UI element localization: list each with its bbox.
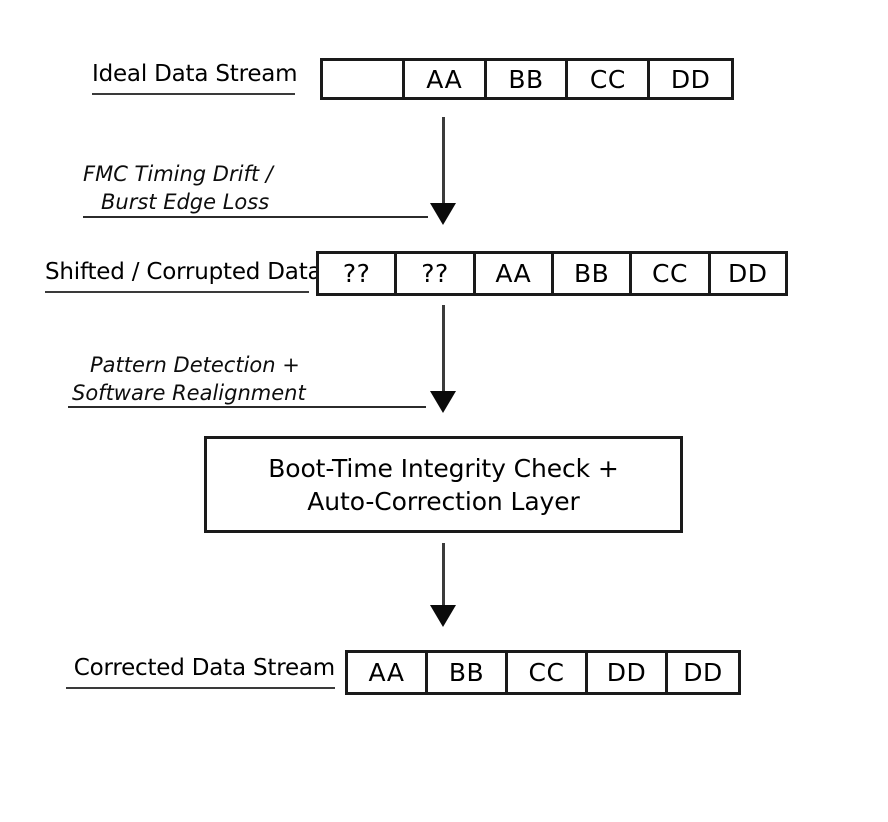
- stage-label-fmc-timing-drift: FMC Timing Drift / Burst Edge Loss: [83, 161, 273, 216]
- data-cell[interactable]: DD: [668, 653, 738, 692]
- data-cell[interactable]: CC: [508, 653, 588, 692]
- stage-label-line2: Burst Edge Loss: [101, 189, 270, 214]
- data-strip-ideal: AA BB CC DD: [320, 58, 734, 100]
- arrow-head: [430, 391, 456, 413]
- process-box-boot-time-integrity-check[interactable]: Boot-Time Integrity Check + Auto-Correct…: [204, 436, 683, 533]
- data-cell[interactable]: BB: [486, 61, 569, 97]
- data-cell[interactable]: AA: [348, 653, 428, 692]
- row-label-corrected-data-stream-text: Corrected Data Stream: [73, 655, 335, 681]
- data-cell[interactable]: ??: [319, 254, 398, 293]
- arrow-process-to-corrected: [430, 543, 456, 627]
- arrow-head: [430, 203, 456, 225]
- data-cell[interactable]: BB: [428, 653, 508, 692]
- data-cell[interactable]: [323, 61, 405, 97]
- arrow-ideal-to-corrupted: [430, 117, 456, 225]
- data-strip-corrected: AA BB CC DD DD: [345, 650, 741, 695]
- data-cell[interactable]: CC: [568, 61, 651, 97]
- data-cell[interactable]: ??: [397, 254, 476, 293]
- row-label-shifted-corrupted-data: Shifted / Corrupted Data: [45, 261, 322, 293]
- stage-label-underline: [83, 216, 428, 218]
- arrow-shaft: [441, 543, 445, 607]
- data-cell[interactable]: AA: [475, 254, 554, 293]
- arrow-corrupted-to-process: [430, 305, 456, 413]
- row-label-ideal-data-stream-text: Ideal Data Stream: [92, 61, 298, 87]
- row-label-underline: [45, 291, 309, 293]
- row-label-underline: [66, 687, 335, 689]
- row-label-corrected-data-stream: Corrected Data Stream: [66, 657, 335, 689]
- arrow-head: [430, 605, 456, 627]
- stage-label-pattern-detection: Pattern Detection + Software Realignment: [72, 352, 306, 407]
- stage-label-line1: FMC Timing Drift /: [83, 162, 273, 186]
- stage-label-underline: [68, 406, 426, 408]
- row-label-shifted-corrupted-data-text: Shifted / Corrupted Data: [45, 259, 322, 285]
- data-cell[interactable]: DD: [588, 653, 668, 692]
- data-cell[interactable]: DD: [710, 254, 785, 293]
- stage-label-line1: Pattern Detection +: [90, 353, 300, 377]
- stage-label-line2: Software Realignment: [72, 380, 306, 405]
- row-label-underline: [92, 93, 295, 95]
- data-cell[interactable]: AA: [404, 61, 487, 97]
- data-cell[interactable]: DD: [650, 61, 732, 97]
- data-cell[interactable]: CC: [632, 254, 711, 293]
- process-box-line1: Boot-Time Integrity Check +: [268, 453, 619, 483]
- data-cell[interactable]: BB: [553, 254, 633, 293]
- process-box-line2: Auto-Correction Layer: [307, 486, 580, 516]
- row-label-ideal-data-stream: Ideal Data Stream: [92, 61, 298, 95]
- arrow-shaft: [441, 117, 445, 205]
- data-strip-corrupted: ?? ?? AA BB CC DD: [316, 251, 788, 296]
- arrow-shaft: [441, 305, 445, 393]
